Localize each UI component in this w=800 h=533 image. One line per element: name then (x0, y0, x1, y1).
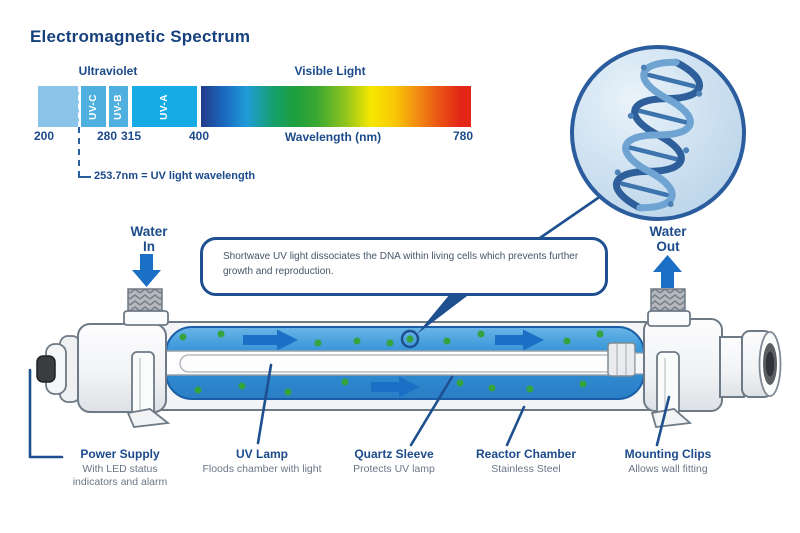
ultraviolet-label: Ultraviolet (78, 64, 138, 78)
quartz-sleeve-name: Quartz Sleeve (354, 447, 434, 461)
callout-tail (417, 293, 471, 334)
quartz-sleeve-desc: Protects UV lamp (353, 463, 435, 475)
band-uv-b: UV-B (109, 86, 128, 127)
power-cable-connector (36, 355, 56, 383)
tick-315: 315 (120, 129, 142, 143)
flow-arrow-icon (243, 329, 544, 398)
dna-inset-leader (535, 196, 600, 242)
mounting-clips-leader (655, 395, 671, 447)
label-mounting-clips: Mounting Clips Allows wall fitting (603, 447, 733, 476)
reactor-chamber-leader (505, 405, 526, 447)
water-inlet-fitting (123, 288, 169, 326)
uv-lamp-tube (179, 354, 633, 373)
tick-400: 400 (188, 129, 210, 143)
mounting-clip-left (126, 351, 171, 428)
water-out-line2: Out (656, 239, 680, 254)
water-outlet-fitting (647, 288, 691, 327)
quartz-sleeve-leader (409, 375, 454, 447)
mounting-clips-name: Mounting Clips (624, 447, 712, 461)
dna-target-ring-icon (400, 329, 420, 349)
tick-280: 280 (96, 129, 118, 143)
power-supply-desc: With LED status indicators and alarm (72, 463, 168, 488)
band-200-253 (38, 86, 79, 127)
band-uv-a: UV-A (132, 86, 197, 127)
wavelength-axis-label: Wavelength (nm) (284, 130, 382, 144)
water-in-line1: Water (130, 224, 168, 239)
water-out-line1: Water (649, 224, 687, 239)
uv-lamp-name: UV Lamp (235, 447, 288, 461)
tick-200: 200 (33, 129, 55, 143)
dna-helix-icon (613, 58, 703, 212)
band-uv-b-label: UV-B (113, 93, 124, 120)
band-uv-a-label: UV-A (159, 93, 170, 120)
water-in-label: Water In (130, 224, 167, 254)
uv-lamp-desc: Floods chamber with light (202, 463, 322, 475)
water-in-arrow-icon (132, 254, 161, 287)
label-reactor-chamber: Reactor Chamber Stainless Steel (456, 447, 596, 476)
water-out-arrow-icon (653, 255, 682, 288)
mounting-clip-right (650, 351, 693, 428)
page-title: Electromagnetic Spectrum (30, 27, 251, 46)
water-out-label: Water Out (649, 224, 686, 254)
label-uv-lamp: UV Lamp Floods chamber with light (187, 447, 337, 476)
uv-wavelength-note: 253.7nm = UV light wavelength (94, 170, 256, 182)
water-in-line2: In (142, 239, 155, 254)
reactor-chamber-name: Reactor Chamber (475, 447, 577, 461)
uv-253-dashed-marker (78, 86, 80, 127)
power-supply-name: Power Supply (80, 447, 160, 461)
band-uv-c: UV-C (81, 86, 106, 127)
uv-253-dashed-line (78, 127, 80, 177)
label-quartz-sleeve: Quartz Sleeve Protects UV lamp (334, 447, 454, 476)
visible-spectrum-gradient (201, 86, 471, 127)
visible-light-label: Visible Light (294, 64, 366, 78)
reactor-chamber-desc: Stainless Steel (491, 463, 561, 475)
tick-780: 780 (452, 129, 474, 143)
label-power-supply: Power Supply With LED status indicators … (64, 447, 176, 488)
band-uv-c-label: UV-C (88, 93, 99, 120)
dna-magnified-inset (570, 45, 746, 221)
microbe-dots-icon (179, 330, 604, 396)
uv-lamp-leader (256, 363, 273, 445)
mounting-clips-desc: Allows wall fitting (628, 463, 708, 475)
uv-253-line-corner (78, 176, 91, 178)
power-supply-leader (28, 368, 64, 459)
uv-effect-callout: Shortwave UV light dissociates the DNA w… (200, 237, 608, 296)
lamp-end-nut (607, 342, 648, 377)
leader-lines (28, 196, 671, 459)
